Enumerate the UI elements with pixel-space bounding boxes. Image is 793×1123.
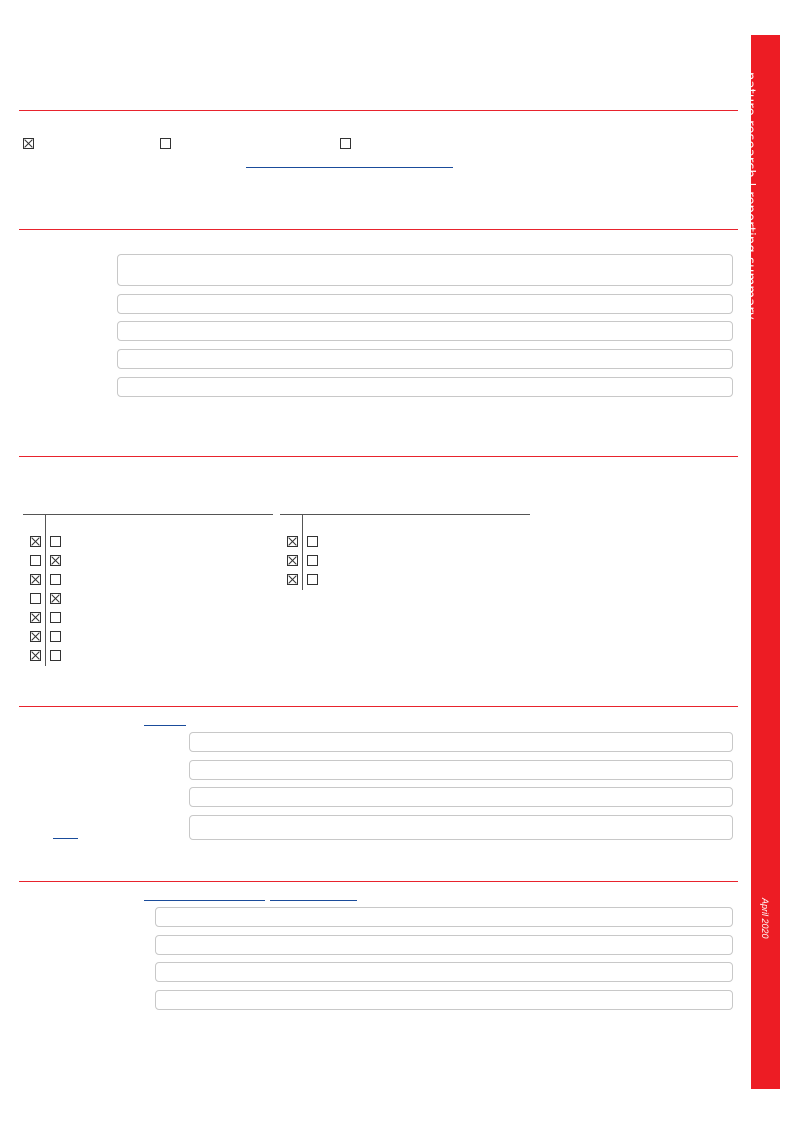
section-5-link-underline-2[interactable] xyxy=(270,900,357,901)
checklist-right-na-3[interactable] xyxy=(287,574,298,585)
checklist-left-involved-7[interactable] xyxy=(50,650,61,661)
checklist-right-header-line xyxy=(280,514,530,515)
checklist-right-na-1[interactable] xyxy=(287,536,298,547)
text-field-5-3[interactable] xyxy=(155,962,733,982)
text-field-4-3[interactable] xyxy=(189,787,733,807)
checklist-left-na-3[interactable] xyxy=(30,574,41,585)
text-field-4-4[interactable] xyxy=(189,815,733,840)
checklist-left-header-line xyxy=(23,514,273,515)
checklist-left-involved-4[interactable] xyxy=(50,593,61,604)
checklist-right-involved-3[interactable] xyxy=(307,574,318,585)
checklist-left-na-6[interactable] xyxy=(30,631,41,642)
checklist-left-divider xyxy=(45,514,46,666)
checklist-left-na-1[interactable] xyxy=(30,536,41,547)
checklist-right-involved-2[interactable] xyxy=(307,555,318,566)
checklist-left-involved-5[interactable] xyxy=(50,612,61,623)
sidebar-date: April 2020 xyxy=(760,898,770,939)
section-5-link-underline-1[interactable] xyxy=(144,900,265,901)
checklist-left-na-4[interactable] xyxy=(30,593,41,604)
field-option-checkbox-3[interactable] xyxy=(340,138,351,149)
text-field-2-4[interactable] xyxy=(117,349,733,369)
section-4-link-underline[interactable] xyxy=(144,725,186,726)
text-field-5-4[interactable] xyxy=(155,990,733,1010)
section-rule-1 xyxy=(19,110,738,111)
field-option-checkbox-2[interactable] xyxy=(160,138,171,149)
section-rule-5 xyxy=(19,881,738,882)
text-field-2-1[interactable] xyxy=(117,254,733,286)
section-rule-4 xyxy=(19,706,738,707)
checklist-right-involved-1[interactable] xyxy=(307,536,318,547)
checklist-left-na-5[interactable] xyxy=(30,612,41,623)
text-field-4-2[interactable] xyxy=(189,760,733,780)
text-field-2-2[interactable] xyxy=(117,294,733,314)
text-field-5-2[interactable] xyxy=(155,935,733,955)
checklist-right-na-2[interactable] xyxy=(287,555,298,566)
text-field-2-3[interactable] xyxy=(117,321,733,341)
text-field-4-1[interactable] xyxy=(189,732,733,752)
section-4-small-link-underline[interactable] xyxy=(53,838,78,839)
sidebar-title: nature research | reporting summary xyxy=(742,72,757,320)
section-rule-3 xyxy=(19,456,738,457)
sidebar-band xyxy=(751,35,780,1089)
guidelines-link-underline[interactable] xyxy=(246,167,453,168)
checklist-right-divider xyxy=(302,514,303,590)
checklist-left-na-2[interactable] xyxy=(30,555,41,566)
text-field-5-1[interactable] xyxy=(155,907,733,927)
section-rule-2 xyxy=(19,229,738,230)
checklist-left-na-7[interactable] xyxy=(30,650,41,661)
checklist-left-involved-6[interactable] xyxy=(50,631,61,642)
text-field-2-5[interactable] xyxy=(117,377,733,397)
field-option-checkbox-1[interactable] xyxy=(23,138,34,149)
checklist-left-involved-1[interactable] xyxy=(50,536,61,547)
checklist-left-involved-2[interactable] xyxy=(50,555,61,566)
checklist-left-involved-3[interactable] xyxy=(50,574,61,585)
